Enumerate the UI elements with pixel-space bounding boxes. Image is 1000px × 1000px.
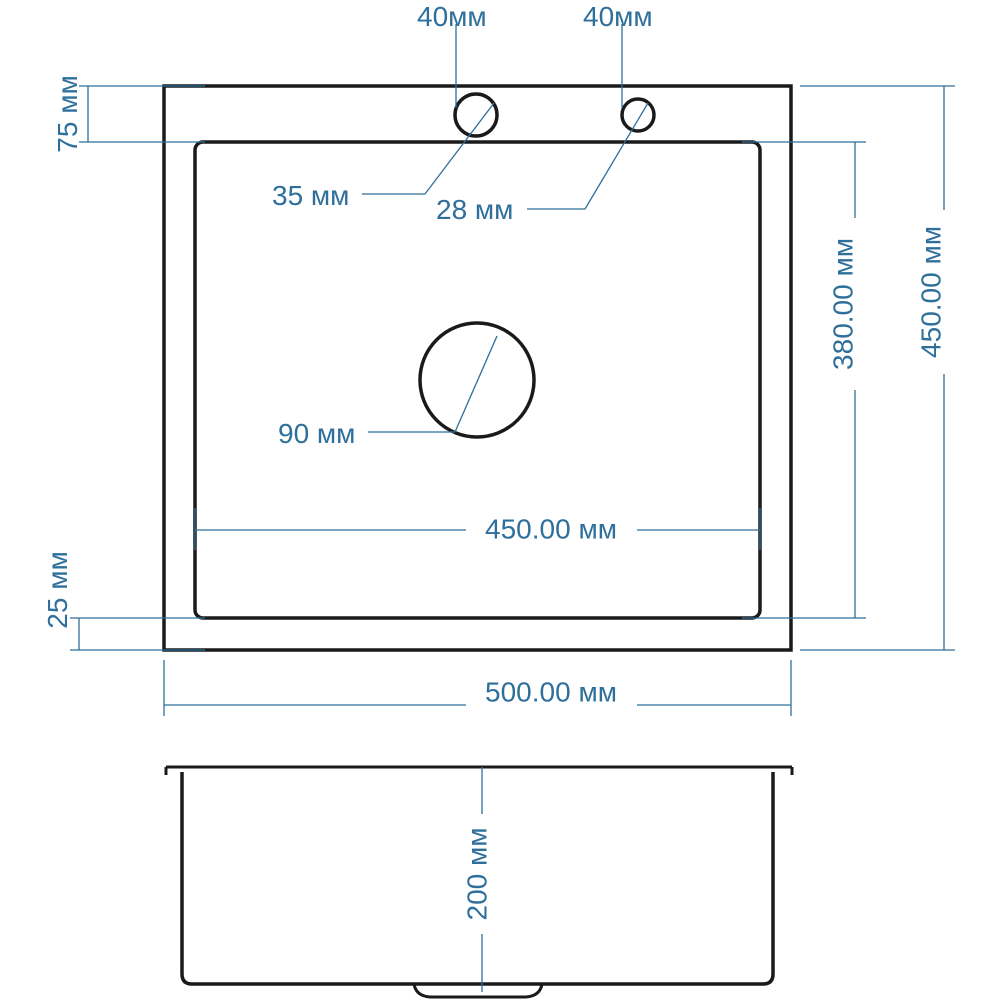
hole-large-diameter-leader: 35 мм: [272, 102, 495, 211]
overall-depth-dimension: 450.00 мм: [800, 85, 955, 651]
bowl-width-dimension: 450.00 мм: [194, 508, 761, 550]
hole-offset-right-label: 40мм: [583, 1, 653, 32]
bowl-height-label: 200 мм: [461, 828, 492, 921]
hole-offset-left-dimension: 40мм: [417, 1, 487, 108]
overall-depth-label: 450.00 мм: [915, 226, 946, 358]
drain-outlet-side: [412, 983, 544, 999]
bowl-width-label: 450.00 мм: [485, 513, 617, 544]
faucet-hole-large: [453, 92, 499, 138]
bowl-outline: [193, 140, 762, 620]
hole-offset-right-dimension: 40мм: [583, 1, 653, 108]
sink-top-outline: [162, 84, 793, 652]
hole-large-diameter-label: 35 мм: [272, 180, 349, 211]
drain-diameter-leader: 90 мм: [278, 335, 498, 449]
drain-hole: [418, 321, 536, 439]
drain-diameter-label: 90 мм: [278, 418, 355, 449]
bowl-height-dimension: 200 мм: [461, 767, 492, 992]
bottom-margin-dimension: 25 мм: [42, 551, 205, 651]
bowl-depth-label: 380.00 мм: [827, 238, 858, 370]
top-margin-label: 75 мм: [52, 75, 83, 152]
bowl-depth-dimension: 380.00 мм: [742, 141, 866, 619]
hole-small-diameter-leader: 28 мм: [436, 102, 649, 225]
faucet-hole-small: [620, 97, 656, 133]
bottom-margin-label: 25 мм: [42, 551, 73, 628]
top-margin-dimension: 75 мм: [52, 75, 205, 153]
hole-small-diameter-label: 28 мм: [436, 194, 513, 225]
hole-offset-left-label: 40мм: [417, 1, 487, 32]
sink-side-view: [164, 765, 794, 999]
overall-width-dimension: 500.00 мм: [163, 660, 792, 716]
overall-width-label: 500.00 мм: [485, 676, 617, 707]
